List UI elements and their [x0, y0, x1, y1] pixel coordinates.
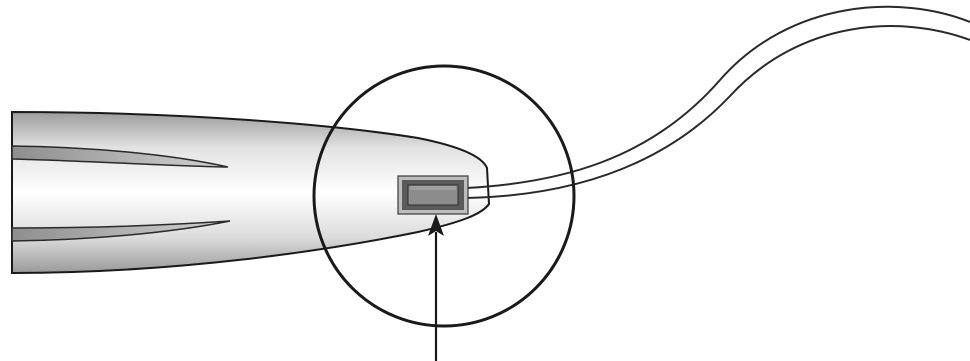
sensor-chip-highlight: [410, 186, 456, 190]
magnifier-circle: [312, 64, 576, 328]
probe-groove-upper: [11, 145, 229, 168]
pointer-arrow-head: [428, 214, 444, 236]
lead-wire-lower: [465, 25, 970, 199]
lead-wire-upper: [465, 5, 970, 189]
probe-groove-lower: [11, 220, 231, 242]
